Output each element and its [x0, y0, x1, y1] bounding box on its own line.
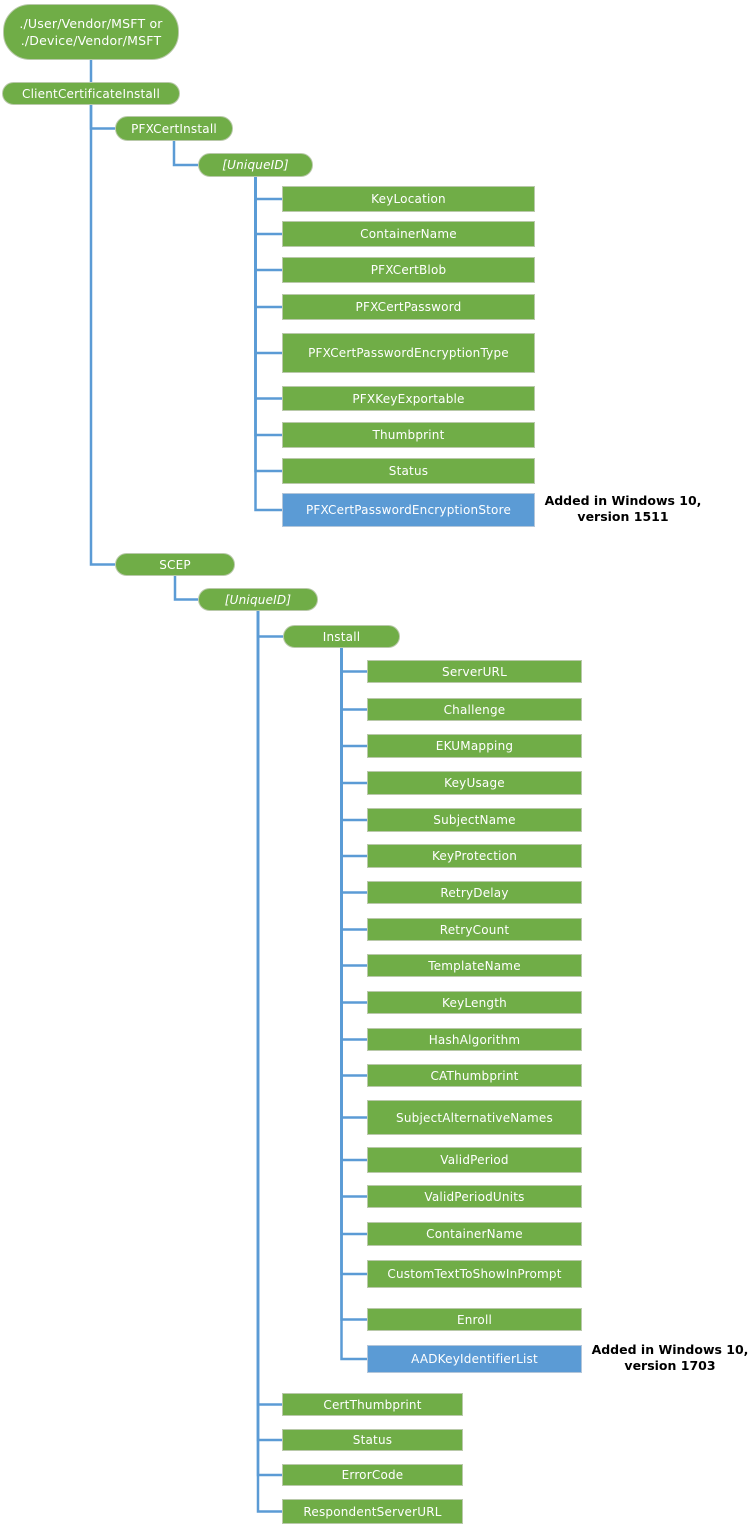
connector-install-to-challenge	[340, 648, 367, 711]
connector-install-to-custom-text-to-show-in-prompt	[340, 648, 367, 1276]
tree-node-custom-text-to-show-in-prompt: CustomTextToShowInPrompt	[367, 1260, 582, 1288]
tree-node-pfx-cert-password-encryption-store: PFXCertPasswordEncryptionStore	[282, 493, 535, 527]
tree-node-server-url: ServerURL	[367, 660, 582, 683]
connector-pfx-unique-id-to-container-name-pfx	[254, 177, 282, 236]
tree-node-retry-count: RetryCount	[367, 918, 582, 941]
connector-pfx-unique-id-to-pfx-cert-blob	[254, 177, 282, 272]
tree-node-client-certificate-install: ClientCertificateInstall	[2, 82, 180, 105]
tree-node-retry-delay: RetryDelay	[367, 881, 582, 904]
tree-node-container-name-pfx: ContainerName	[282, 221, 535, 247]
tree-node-valid-period-units: ValidPeriodUnits	[367, 1185, 582, 1208]
tree-node-template-name: TemplateName	[367, 954, 582, 977]
tree-node-root: ./User/Vendor/MSFT or ./Device/Vendor/MS…	[3, 4, 179, 60]
connector-scep-unique-id-to-error-code	[256, 611, 282, 1477]
tree-node-aad-key-identifier-list: AADKeyIdentifierList	[367, 1345, 582, 1373]
connector-install-to-container-name-scep	[340, 648, 367, 1236]
connector-install-to-retry-count	[340, 648, 367, 931]
connector-install-to-key-length	[340, 648, 367, 1004]
connector-pfx-unique-id-to-pfx-cert-password	[254, 177, 282, 309]
connector-install-to-ca-thumbprint	[340, 648, 367, 1077]
connector-install-to-key-protection	[340, 648, 367, 858]
connector-scep-unique-id-to-respondent-server-url	[256, 611, 282, 1513]
tree-node-install: Install	[283, 625, 400, 648]
tree-node-valid-period: ValidPeriod	[367, 1147, 582, 1173]
tree-node-respondent-server-url: RespondentServerURL	[282, 1499, 463, 1524]
tree-node-ca-thumbprint: CAThumbprint	[367, 1064, 582, 1087]
tree-node-container-name-scep: ContainerName	[367, 1222, 582, 1246]
connector-install-to-hash-algorithm	[340, 648, 367, 1041]
connector-install-to-subject-name	[340, 648, 367, 822]
tree-node-scep-unique-id: [UniqueID]	[198, 588, 318, 611]
connector-install-to-enroll	[340, 648, 367, 1321]
tree-node-pfx-unique-id: [UniqueID]	[198, 153, 313, 177]
connector-client-certificate-install-to-pfx-cert-install	[89, 105, 115, 130]
connector-install-to-valid-period	[340, 648, 367, 1162]
connector-pfx-cert-install-to-pfx-unique-id	[172, 141, 198, 167]
connector-pfx-unique-id-to-pfx-cert-password-encryption-type	[254, 177, 282, 355]
connector-install-to-subject-alternative-names	[340, 648, 367, 1119]
connector-scep-unique-id-to-status-scep	[256, 611, 282, 1442]
tree-node-pfx-cert-install: PFXCertInstall	[115, 116, 233, 141]
tree-node-key-location: KeyLocation	[282, 186, 535, 212]
tree-node-eku-mapping: EKUMapping	[367, 734, 582, 758]
connector-pfx-unique-id-to-pfx-cert-password-encryption-store	[254, 177, 282, 512]
annotation-pfx-cert-password-encryption-store: Added in Windows 10, version 1511	[544, 493, 702, 524]
annotation-aad-key-identifier-list: Added in Windows 10, version 1703	[591, 1342, 749, 1373]
tree-node-hash-algorithm: HashAlgorithm	[367, 1028, 582, 1051]
connector-install-to-key-usage	[340, 648, 367, 785]
tree-node-error-code: ErrorCode	[282, 1464, 463, 1486]
tree-node-challenge: Challenge	[367, 698, 582, 721]
connector-pfx-unique-id-to-key-location	[254, 177, 282, 201]
connector-install-to-server-url	[340, 648, 367, 673]
tree-node-subject-alternative-names: SubjectAlternativeNames	[367, 1100, 582, 1135]
connector-install-to-aad-key-identifier-list	[340, 648, 367, 1361]
tree-node-pfx-key-exportable: PFXKeyExportable	[282, 386, 535, 411]
tree-node-pfx-cert-password: PFXCertPassword	[282, 294, 535, 320]
tree-node-key-length: KeyLength	[367, 991, 582, 1014]
connector-install-to-eku-mapping	[340, 648, 367, 748]
tree-node-scep: SCEP	[115, 553, 235, 576]
connector-pfx-unique-id-to-pfx-key-exportable	[254, 177, 282, 400]
connector-pfx-unique-id-to-status-pfx	[254, 177, 282, 473]
tree-node-key-protection: KeyProtection	[367, 844, 582, 868]
tree-node-pfx-cert-password-encryption-type: PFXCertPasswordEncryptionType	[282, 333, 535, 373]
connector-scep-unique-id-to-install	[256, 611, 283, 638]
connector-install-to-valid-period-units	[340, 648, 367, 1198]
connector-scep-unique-id-to-cert-thumbprint	[256, 611, 282, 1406]
tree-node-status-scep: Status	[282, 1429, 463, 1451]
tree-node-enroll: Enroll	[367, 1308, 582, 1331]
connector-install-to-template-name	[340, 648, 367, 967]
connector-scep-to-scep-unique-id	[173, 576, 198, 601]
tree-node-status-pfx: Status	[282, 458, 535, 484]
tree-node-cert-thumbprint: CertThumbprint	[282, 1393, 463, 1416]
tree-node-subject-name: SubjectName	[367, 808, 582, 832]
tree-node-thumbprint: Thumbprint	[282, 422, 535, 448]
tree-node-pfx-cert-blob: PFXCertBlob	[282, 257, 535, 283]
tree-node-key-usage: KeyUsage	[367, 771, 582, 795]
connector-client-certificate-install-to-scep	[89, 105, 115, 566]
